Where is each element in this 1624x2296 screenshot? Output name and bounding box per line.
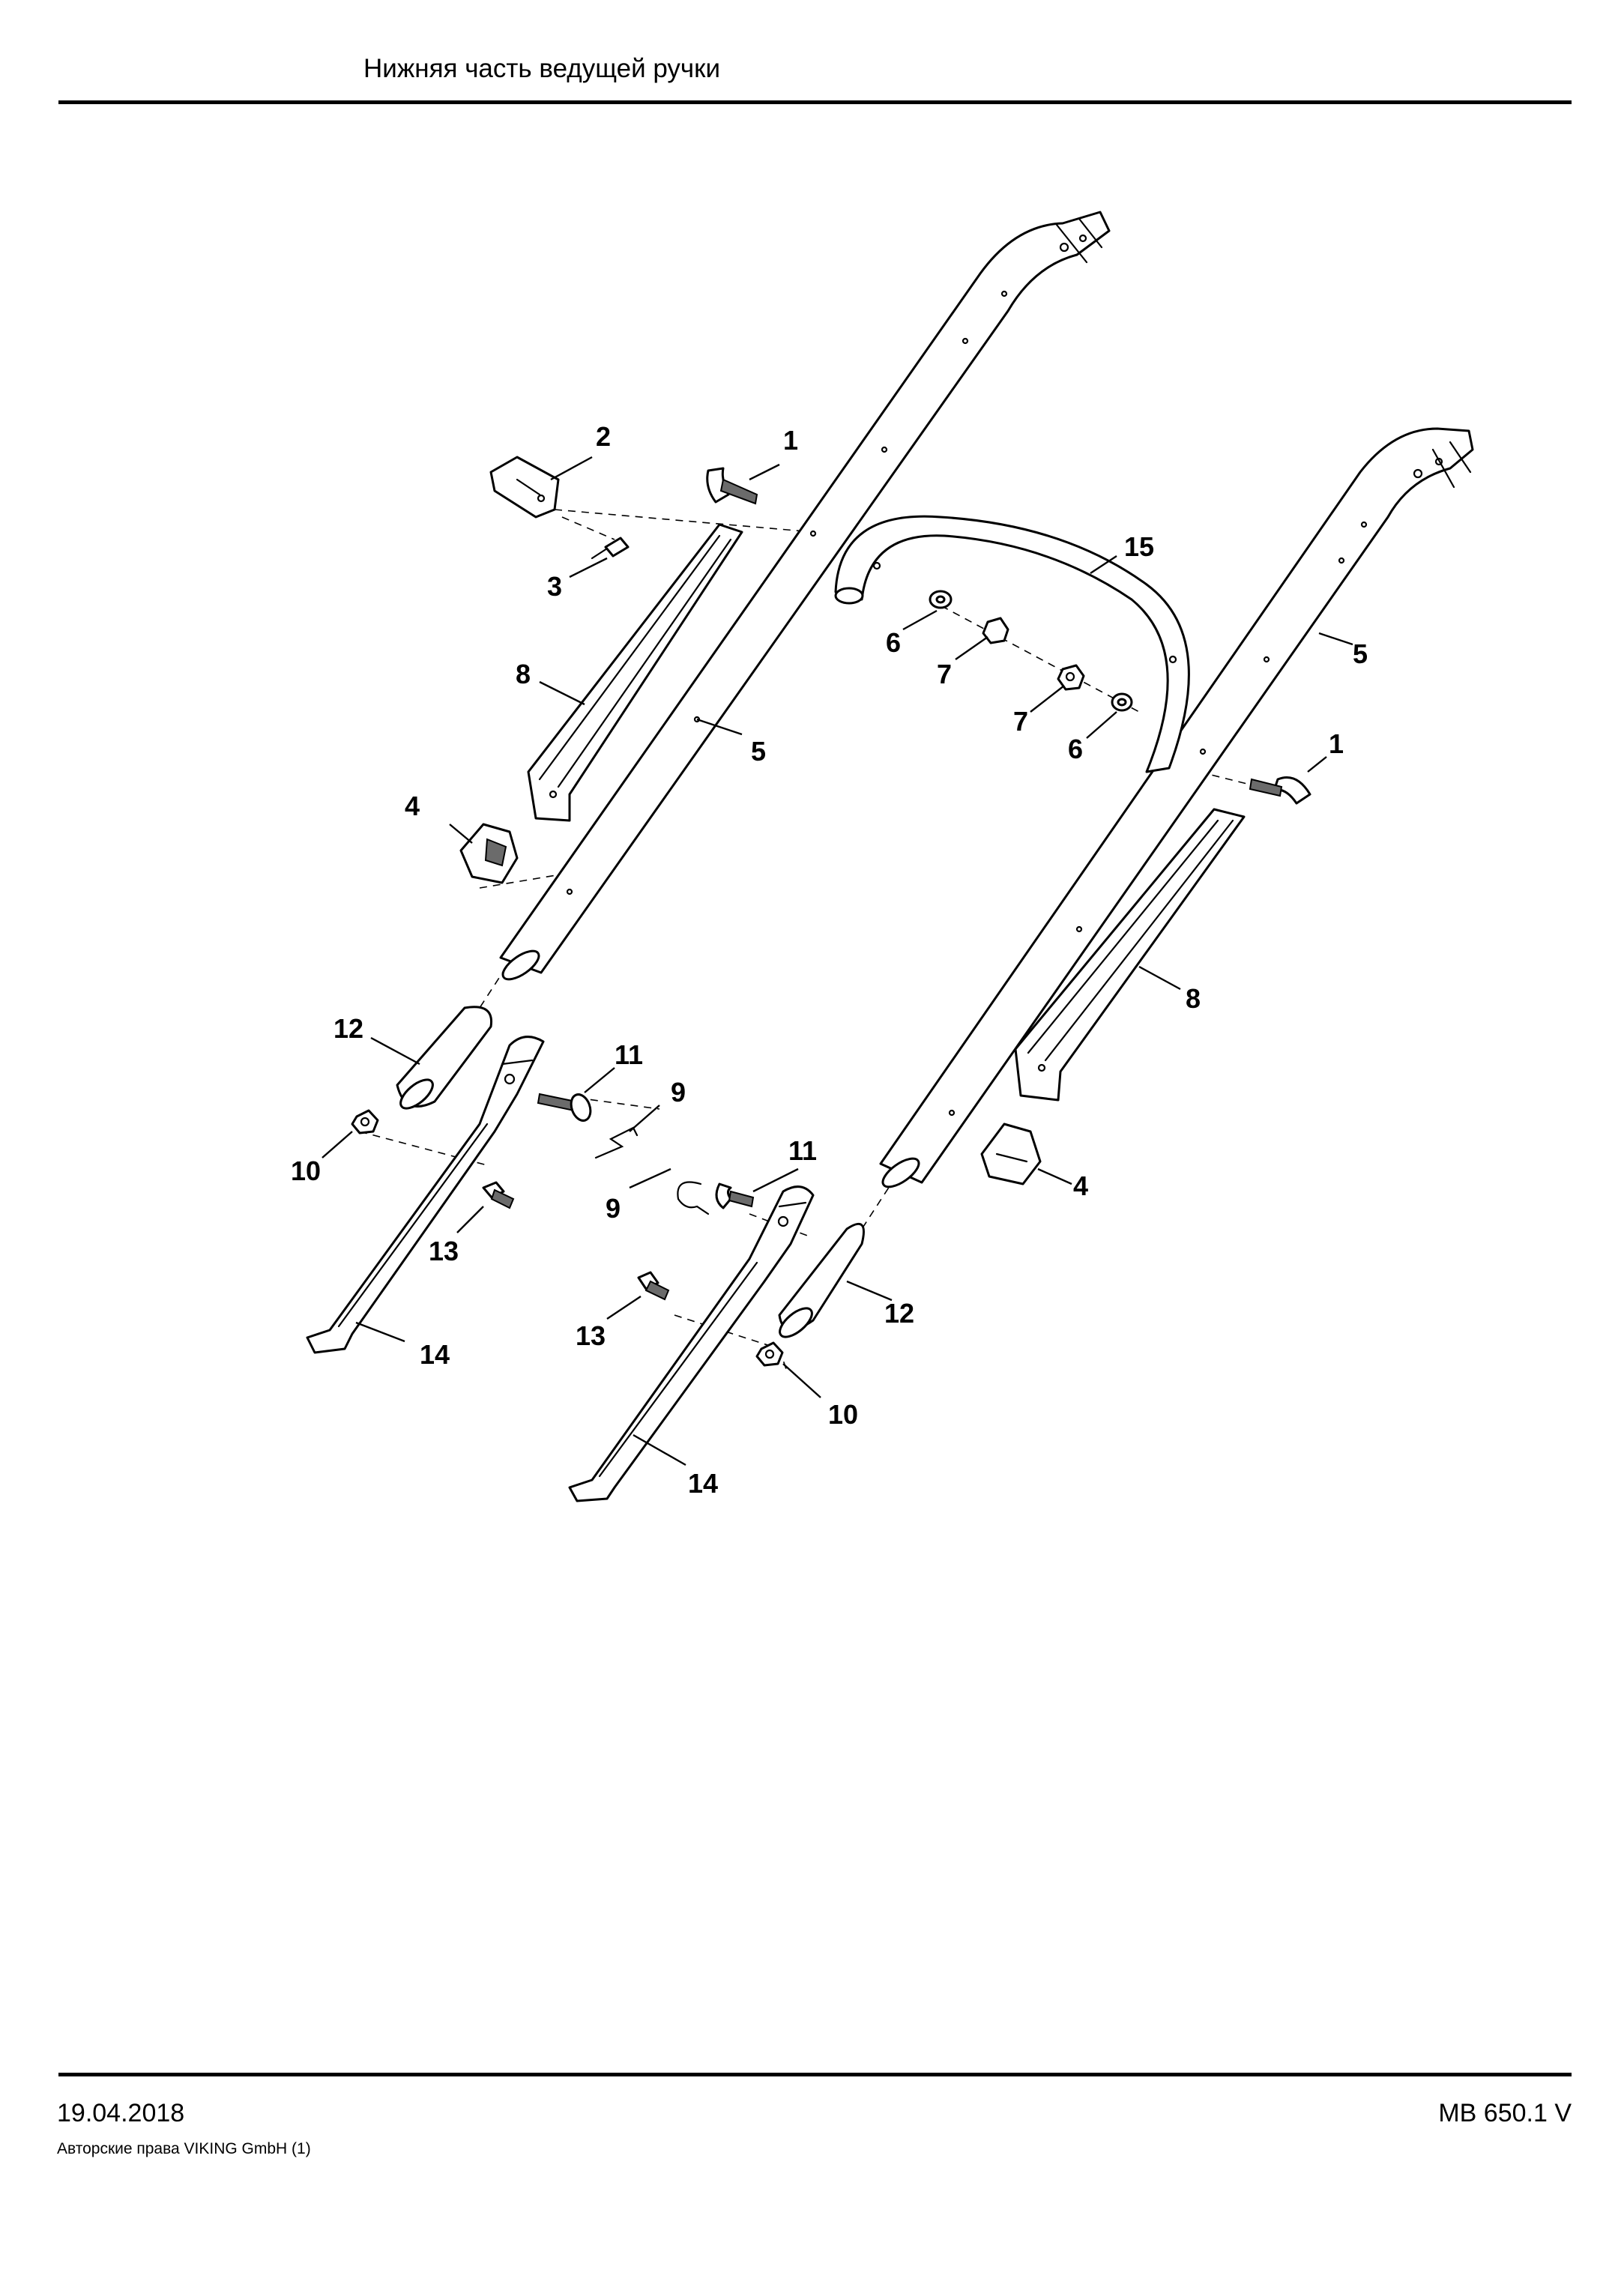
callout-label: 6 xyxy=(1068,734,1083,764)
callout-label: 14 xyxy=(420,1339,450,1370)
sleeve-left xyxy=(396,1006,493,1110)
clip-piece xyxy=(489,456,560,519)
small-screw xyxy=(591,537,630,560)
footer-date: 19.04.2018 xyxy=(57,2099,185,2127)
spring-clip-right xyxy=(677,1181,710,1215)
page-title: Нижняя часть ведущей ручки xyxy=(363,54,721,83)
callout-label: 11 xyxy=(615,1039,643,1070)
callout-label: 14 xyxy=(688,1468,718,1499)
callout-label: 15 xyxy=(1124,531,1154,562)
callout-label: 4 xyxy=(405,791,420,821)
callout-label: 10 xyxy=(828,1399,858,1430)
callout-label: 5 xyxy=(751,736,766,767)
callout-label: 13 xyxy=(576,1320,606,1351)
callout-label: 7 xyxy=(1013,706,1028,737)
callout-labels: 1 2 3 8 4 5 15 6 7 7 6 5 1 8 4 12 11 9 1… xyxy=(291,421,1368,1499)
callout-label: 11 xyxy=(788,1135,817,1166)
star-knob-left xyxy=(459,823,519,884)
left-upper-tube xyxy=(499,211,1111,981)
callout-label: 5 xyxy=(1353,638,1368,669)
footer-divider xyxy=(58,2073,1572,2076)
carriage-bolt-left xyxy=(706,467,758,505)
callout-label: 7 xyxy=(937,659,952,689)
bolt-right xyxy=(715,1182,755,1209)
callout-label: 6 xyxy=(886,627,901,658)
callout-leaders xyxy=(322,456,1353,1466)
lower-tube-right xyxy=(568,1185,815,1502)
callout-label: 3 xyxy=(547,571,562,602)
callout-label: 12 xyxy=(884,1298,914,1329)
callout-label: 12 xyxy=(333,1013,363,1044)
screw-left xyxy=(482,1181,515,1209)
callout-label: 1 xyxy=(1329,728,1344,759)
carriage-bolt-right xyxy=(1249,776,1311,805)
spring-clip-left xyxy=(594,1126,639,1159)
callout-label: 10 xyxy=(291,1155,321,1186)
crossbar xyxy=(834,515,1190,773)
callout-label: 8 xyxy=(516,659,531,689)
callout-label: 13 xyxy=(429,1236,459,1266)
callout-label: 9 xyxy=(671,1077,686,1108)
washers-and-nuts xyxy=(929,590,1133,712)
screw-right xyxy=(637,1271,670,1301)
sleeve-right xyxy=(778,1222,865,1338)
star-knob-right xyxy=(980,1123,1042,1185)
bolt-left xyxy=(537,1093,592,1122)
footer-copyright: Авторские права VIKING GmbH (1) xyxy=(57,2140,311,2157)
footer-model: MB 650.1 V xyxy=(1438,2099,1572,2127)
callout-label: 2 xyxy=(596,421,611,452)
callout-label: 4 xyxy=(1073,1170,1088,1201)
callout-label: 8 xyxy=(1186,983,1201,1014)
callout-label: 1 xyxy=(783,425,798,456)
nut-right xyxy=(755,1341,784,1367)
lower-tube-left xyxy=(306,1036,545,1354)
left-clamp-bar xyxy=(527,523,743,822)
right-clamp-bar xyxy=(1014,808,1246,1102)
nut-left xyxy=(351,1109,379,1135)
callout-label: 9 xyxy=(606,1193,621,1224)
header-divider xyxy=(58,100,1572,104)
right-upper-tube xyxy=(879,427,1474,1188)
